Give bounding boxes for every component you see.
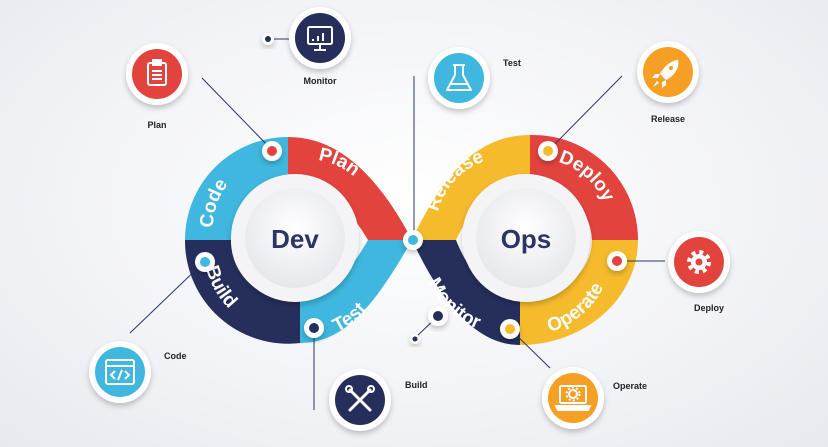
dev-hub: Dev [231,174,359,302]
loop-markers [195,33,627,344]
marker-monitor [428,306,448,326]
release-badge [637,41,699,103]
segment-test [300,240,412,343]
marker-test-top [403,230,423,250]
marker-code [195,252,215,272]
clipboard-icon [147,59,167,86]
deploy-badge [668,231,730,293]
caption-deploy: Deploy [694,303,724,313]
segment-plan [288,137,412,240]
marker-plan [262,141,282,161]
segment-code [185,137,288,240]
ops-hub-label: Ops [501,224,552,254]
segment-monitor [412,240,520,345]
flask-icon [446,64,472,91]
laptop-gear-icon [554,385,592,411]
marker-monitor-end [262,33,274,45]
marker-deploy [607,251,627,271]
code-badge [89,341,151,403]
caption-operate: Operate [613,381,647,391]
rocket-icon [652,60,679,88]
marker-operate [500,319,520,339]
caption-plan: Plan [147,120,166,130]
monitor-icon [307,26,333,51]
plan-badge [126,43,188,105]
build-badge [329,369,391,431]
test-badge [428,47,490,109]
segment-release [412,135,530,240]
caption-build: Build [405,380,428,390]
caption-release: Release [651,114,685,124]
marker-small [410,334,420,344]
caption-code: Code [164,351,187,361]
dev-hub-label: Dev [271,224,319,254]
caption-test: Test [503,58,521,68]
segment-deploy [530,134,638,240]
marker-release [538,141,558,161]
caption-monitor: Monitor [304,76,337,86]
operate-badge [542,367,604,429]
tools-icon [345,385,375,412]
gear-icon [687,250,711,274]
code-window-icon [105,359,135,385]
ops-hub: Ops [462,174,590,302]
marker-build [304,318,324,338]
monitor-badge [289,7,351,69]
